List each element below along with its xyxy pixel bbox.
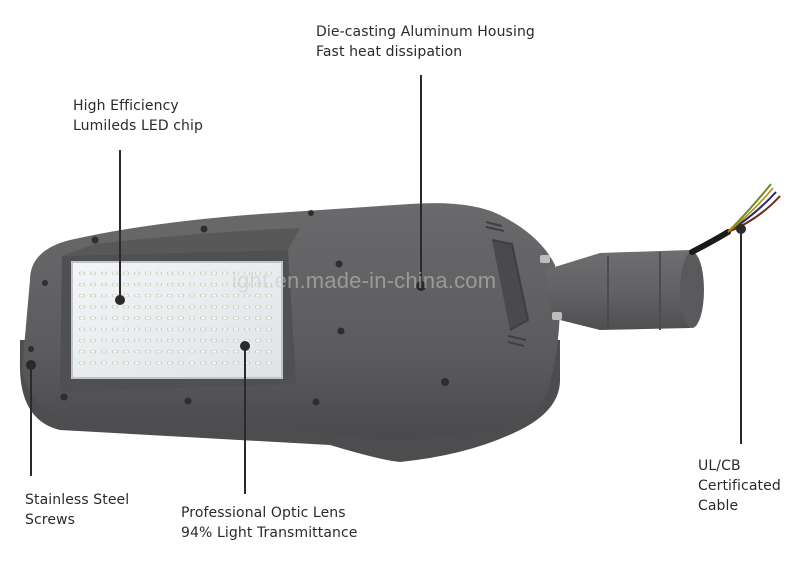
housing-vents bbox=[485, 221, 530, 347]
callout-screws: Stainless Steel Screws bbox=[25, 490, 129, 530]
mounting-arm bbox=[540, 250, 704, 330]
screw-holes bbox=[28, 210, 449, 406]
callout-led-chip-title: High Efficiency bbox=[73, 98, 179, 114]
callout-screws-subtitle: Screws bbox=[25, 512, 75, 528]
callout-cable: UL/CB Certificated Cable bbox=[698, 456, 781, 516]
callout-cable-line3: Cable bbox=[698, 498, 739, 514]
callout-led-chip-subtitle: Lumileds LED chip bbox=[73, 118, 204, 134]
watermark-text: ight.en.made-in-china.com bbox=[232, 268, 497, 293]
led-panel bbox=[71, 261, 283, 379]
callout-optic-lens-title: Professional Optic Lens bbox=[181, 505, 346, 521]
callout-cable-line1: UL/CB bbox=[698, 458, 741, 474]
callout-lines bbox=[26, 75, 746, 494]
callout-optic-lens: Professional Optic Lens 94% Light Transm… bbox=[181, 503, 358, 543]
callout-led-chip: High Efficiency Lumileds LED chip bbox=[73, 96, 203, 136]
callout-cable-line2: Certificated bbox=[698, 478, 781, 494]
callout-housing: Die-casting Aluminum Housing Fast heat d… bbox=[316, 22, 535, 62]
power-cable bbox=[689, 183, 781, 255]
callout-optic-lens-subtitle: 94% Light Transmittance bbox=[181, 525, 358, 541]
callout-screws-title: Stainless Steel bbox=[25, 492, 130, 508]
callout-housing-title: Die-casting Aluminum Housing bbox=[316, 24, 535, 40]
callout-housing-subtitle: Fast heat dissipation bbox=[316, 44, 463, 60]
